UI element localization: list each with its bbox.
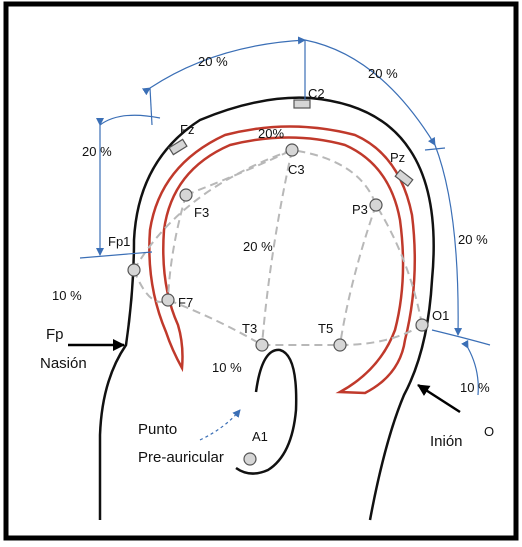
- landmark-preauricular-line1: Punto: [138, 421, 177, 438]
- percent-label-center-top: 20%: [258, 126, 284, 141]
- electrode-o1-marker: [416, 319, 428, 331]
- electrode-label-a1: A1: [252, 429, 268, 444]
- landmark-nasion: Nasión: [40, 355, 87, 372]
- electrode-t3-marker: [256, 339, 268, 351]
- landmark-fp: Fp: [46, 326, 64, 343]
- electrode-label-p3: P3: [352, 202, 368, 217]
- electrode-cz-marker: [294, 100, 310, 108]
- electrode-grid: [134, 150, 422, 345]
- electrode-f7-marker: [162, 294, 174, 306]
- electrode-c3-marker: [286, 144, 298, 156]
- electrode-label-f7: F7: [178, 295, 193, 310]
- electrode-label-t5: T5: [318, 321, 333, 336]
- electrode-a1-marker: [244, 453, 256, 465]
- electrode-pz-marker: [395, 170, 413, 186]
- electrode-fp1-marker: [128, 264, 140, 276]
- electrode-t5-marker: [334, 339, 346, 351]
- electrode-label-fz: Fz: [180, 122, 194, 137]
- brain-outline: [149, 127, 414, 394]
- percent-label-left-bottom: 10 %: [52, 288, 82, 303]
- percent-label-left: 20 %: [82, 144, 112, 159]
- landmark-preauricular-line2: Pre-auricular: [138, 449, 224, 466]
- percent-label-right: 20 %: [458, 232, 488, 247]
- outer-frame: [6, 4, 516, 538]
- electrode-label-o1: O1: [432, 308, 449, 323]
- percent-label-right-bottom: 10 %: [460, 380, 490, 395]
- percent-label-ear: 10 %: [212, 360, 242, 375]
- landmark-o: O: [484, 424, 494, 439]
- electrode-label-f3: F3: [194, 205, 209, 220]
- electrode-label-c3: C3: [288, 162, 305, 177]
- measurement-lines: [80, 40, 490, 440]
- electrode-label-pz: Pz: [390, 150, 405, 165]
- electrode-p3-marker: [370, 199, 382, 211]
- percent-label-top-right: 20 %: [368, 66, 398, 81]
- electrode-label-fp1: Fp1: [108, 234, 130, 249]
- percent-label-center-mid: 20 %: [243, 239, 273, 254]
- percent-label-top-left: 20 %: [198, 54, 228, 69]
- inion-arrow: [418, 385, 460, 412]
- electrode-f3-marker: [180, 189, 192, 201]
- landmark-inion: Inión: [430, 433, 463, 450]
- electrode-label-t3: T3: [242, 321, 257, 336]
- electrode-label-cz: C2: [308, 86, 325, 101]
